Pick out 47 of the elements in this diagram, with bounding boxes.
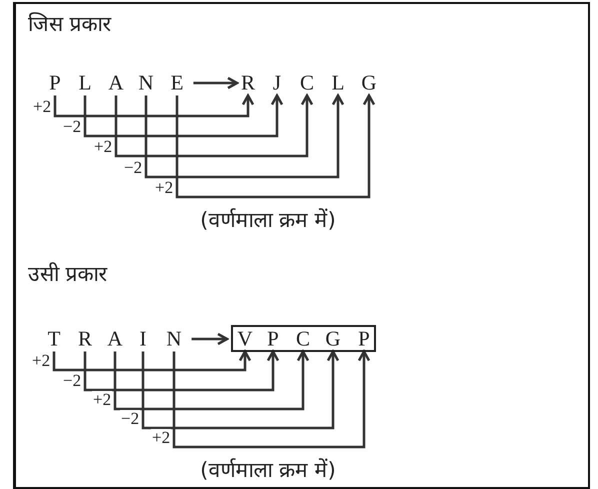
edge-label: +2 <box>154 179 174 196</box>
letter: V <box>237 328 253 350</box>
arrow <box>142 350 340 430</box>
letter: J <box>272 72 282 94</box>
letter: C <box>296 328 310 350</box>
letter: C <box>300 72 314 94</box>
arrow <box>114 350 310 410</box>
letter: P <box>49 72 61 94</box>
arrow <box>84 94 284 138</box>
letter: N <box>166 328 182 350</box>
letter: R <box>78 328 92 350</box>
arrow <box>84 350 280 392</box>
caption: (वर्णमाला क्रम में) <box>200 208 336 234</box>
heading: उसी प्रकार <box>28 262 108 288</box>
letter: L <box>78 72 92 94</box>
arrow <box>192 332 228 346</box>
edge-label: +2 <box>93 138 114 155</box>
arrow <box>114 94 314 158</box>
letter: E <box>170 72 184 94</box>
edge-label: +2 <box>151 429 172 446</box>
caption: (वर्णमाला क्रम में) <box>200 458 336 484</box>
letter: G <box>325 328 341 350</box>
arrow <box>176 94 376 198</box>
arrow <box>52 350 252 372</box>
heading: जिस प्रकार <box>28 12 112 38</box>
letter: I <box>140 328 146 350</box>
letter: N <box>138 72 154 94</box>
edge-label: +2 <box>31 352 52 369</box>
letter: L <box>332 72 344 94</box>
letter: A <box>108 72 124 94</box>
answer-box <box>231 325 376 352</box>
arrow <box>193 76 238 90</box>
arrow <box>54 94 254 118</box>
arrow <box>144 94 344 178</box>
letter: G <box>361 72 377 94</box>
edge-label: −2 <box>62 372 82 389</box>
edge-label: −2 <box>123 159 144 176</box>
arrow <box>172 350 370 448</box>
letter: A <box>107 328 123 350</box>
letter: T <box>48 328 60 350</box>
letter: R <box>241 72 255 94</box>
edge-label: −2 <box>62 118 82 135</box>
letter: P <box>358 328 370 350</box>
letter: P <box>267 328 279 350</box>
edge-label: −2 <box>120 410 140 427</box>
edge-label: +2 <box>92 391 112 408</box>
edge-label: +2 <box>32 98 52 115</box>
